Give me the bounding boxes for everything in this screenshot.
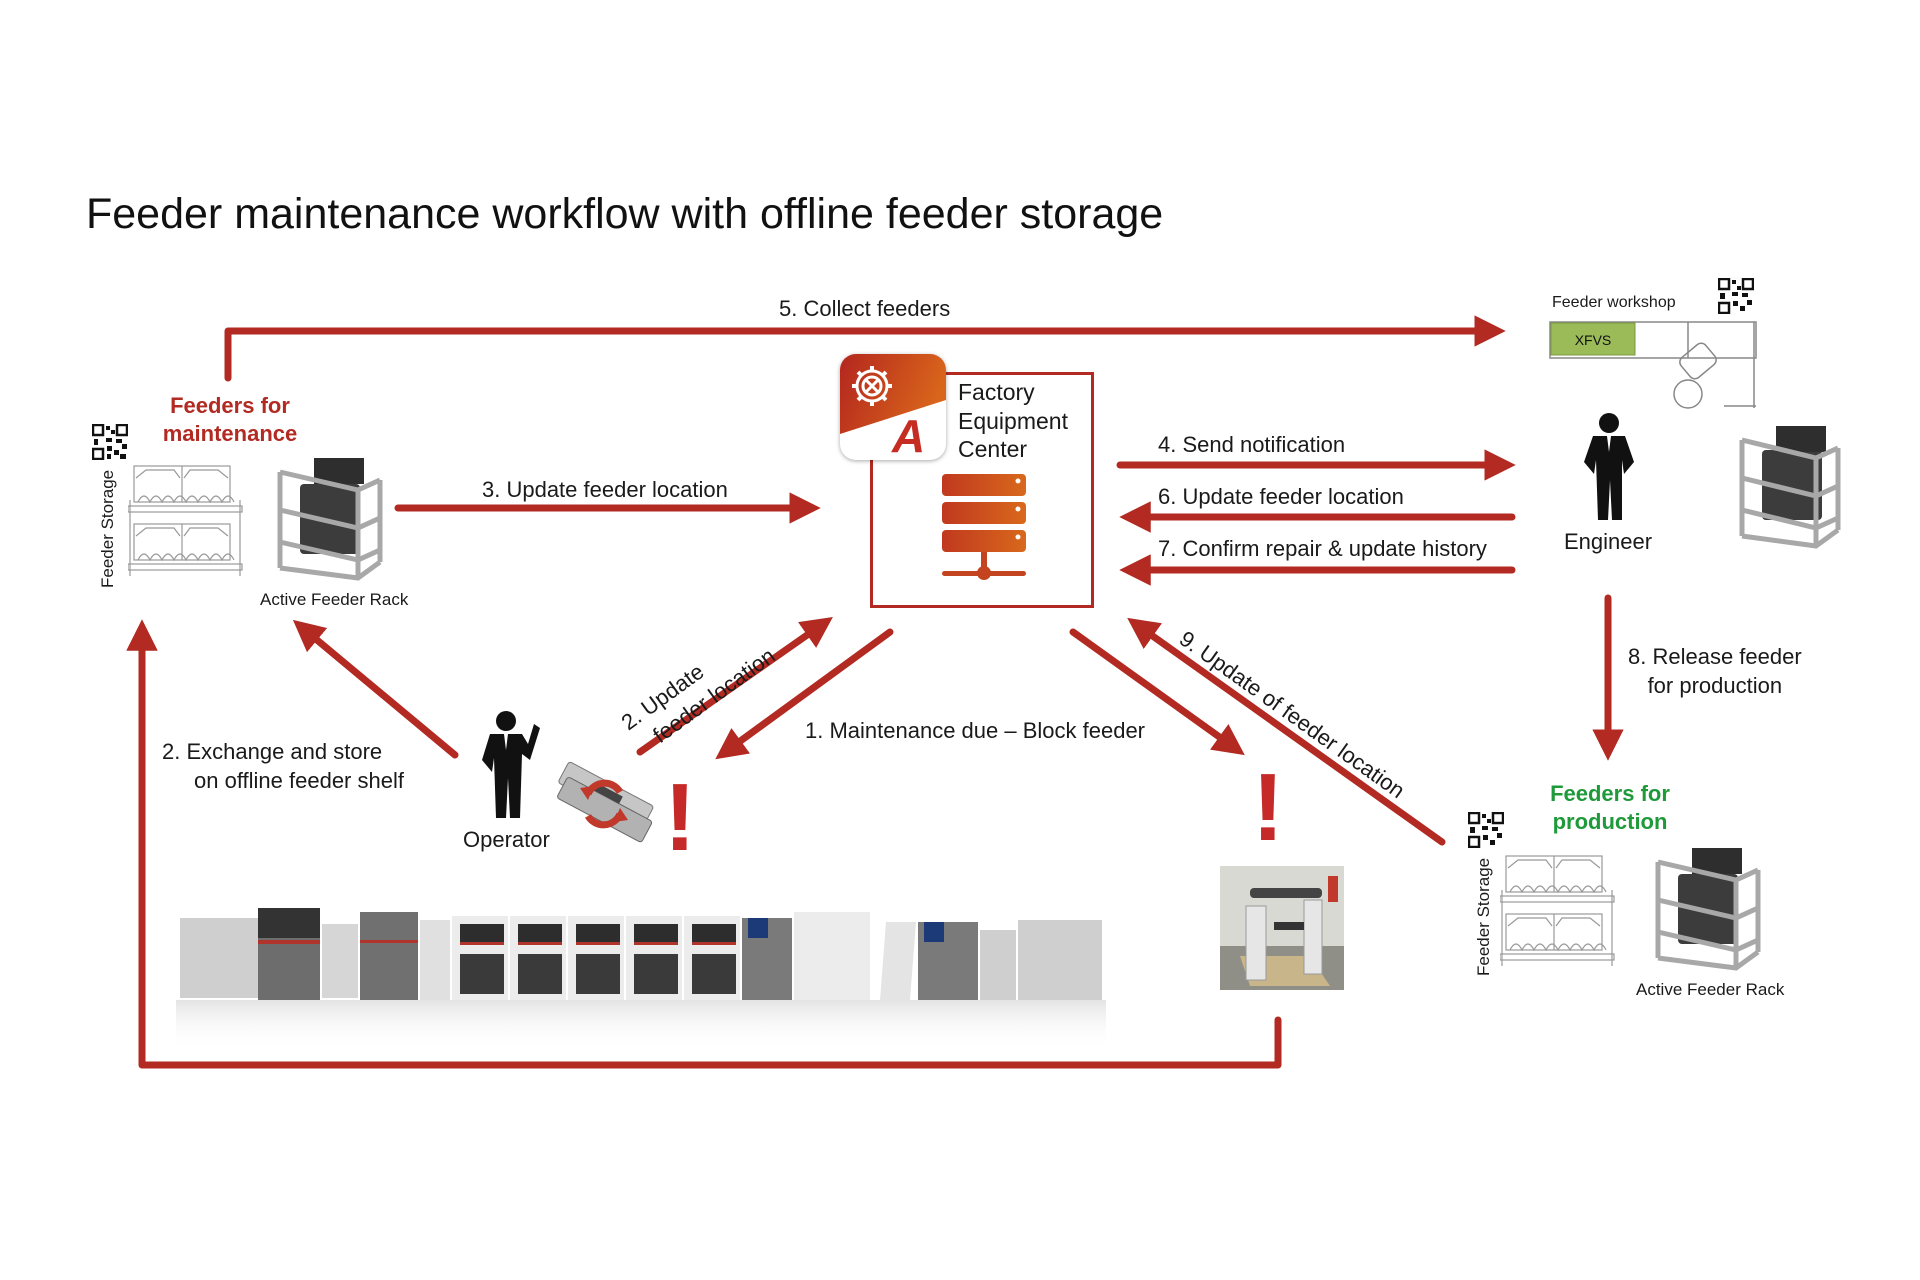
arrow-step1-left xyxy=(715,628,894,760)
operator-person-icon xyxy=(482,711,540,818)
right-feeder-storage-shelf-icon xyxy=(1500,855,1615,966)
feeder-storage-shelf-icon xyxy=(128,465,243,576)
maintenance-heading: Feeders for maintenance xyxy=(160,392,300,447)
gear-wrench-icon xyxy=(852,366,892,406)
label-step8: 8. Release feeder for production xyxy=(1628,643,1802,700)
xfvs-station: XFVS xyxy=(1575,332,1612,348)
workshop-floor-plan: XFVS xyxy=(1549,321,1757,409)
fec-name-line1: Factory xyxy=(958,379,1035,405)
production-heading: Feeders for production xyxy=(1540,780,1680,835)
maintenance-heading-line2: maintenance xyxy=(162,420,298,446)
right-qr-code-icon xyxy=(1468,812,1504,848)
alert-exclamation-line: ! xyxy=(664,764,696,871)
page-title: Feeder maintenance workflow with offline… xyxy=(86,190,1164,238)
label-step6: 6. Update feeder location xyxy=(1158,484,1404,509)
alert-exclamation-stand: ! xyxy=(1252,754,1284,861)
label-step7: 7. Confirm repair & update history xyxy=(1158,536,1487,561)
engineer-label: Engineer xyxy=(1564,529,1653,554)
active-feeder-rack-icon xyxy=(277,458,383,581)
production-heading-line1: Feeders for xyxy=(1550,781,1670,806)
workshop-label: Feeder workshop xyxy=(1552,294,1676,311)
maintenance-heading-line1: Feeders for xyxy=(170,393,290,418)
left-feeder-storage-label: Feeder Storage xyxy=(98,469,117,588)
right-active-feeder-rack-label: Active Feeder Rack xyxy=(1636,980,1785,999)
fec-app-logo: A xyxy=(840,354,946,460)
arrow-step2-update xyxy=(636,616,833,756)
workshop-qr-code-icon xyxy=(1718,278,1754,314)
server-network-icon xyxy=(942,474,1026,580)
arrow-step2-exchange xyxy=(292,619,459,759)
label-step1: 1. Maintenance due – Block feeder xyxy=(805,718,1146,743)
smt-production-line-image xyxy=(176,908,1106,1050)
arrow-step1-right xyxy=(1069,628,1245,756)
label-step8-line2: for production xyxy=(1647,672,1783,698)
label-step8-line1: 8. Release feeder xyxy=(1628,644,1802,669)
production-heading-line2: production xyxy=(1552,808,1668,834)
engineer-person-icon xyxy=(1584,413,1634,520)
arrow-step5 xyxy=(224,315,1506,382)
left-active-feeder-rack-label: Active Feeder Rack xyxy=(260,590,409,609)
arrow-return-loop xyxy=(126,619,1282,1069)
label-step4: 4. Send notification xyxy=(1158,432,1346,457)
label-step2-exchange: 2. Exchange and store on offline feeder … xyxy=(162,738,404,795)
arrow-step9 xyxy=(1127,617,1446,846)
fec-name-line3: Center xyxy=(958,436,1028,463)
fec-name: Factory Equipment Center xyxy=(958,378,1068,464)
feeder-exchange-icon xyxy=(557,761,654,843)
repair-stand-photo xyxy=(1220,866,1344,990)
fec-name-line2: Equipment xyxy=(958,407,1068,434)
fec-logo-letter: A xyxy=(891,410,925,460)
right-feeder-storage-label: Feeder Storage xyxy=(1474,857,1493,976)
label-step2-exchange-line2: on offline feeder shelf xyxy=(194,767,404,793)
label-step2-exchange-line1: 2. Exchange and store xyxy=(162,739,383,764)
right-active-feeder-rack-icon xyxy=(1655,848,1761,971)
label-step5: 5. Collect feeders xyxy=(779,296,951,321)
engineer-feeder-rack-icon xyxy=(1739,426,1841,549)
label-step3: 3. Update feeder location xyxy=(482,477,728,502)
qr-code-icon xyxy=(92,424,128,460)
operator-label: Operator xyxy=(463,827,550,852)
